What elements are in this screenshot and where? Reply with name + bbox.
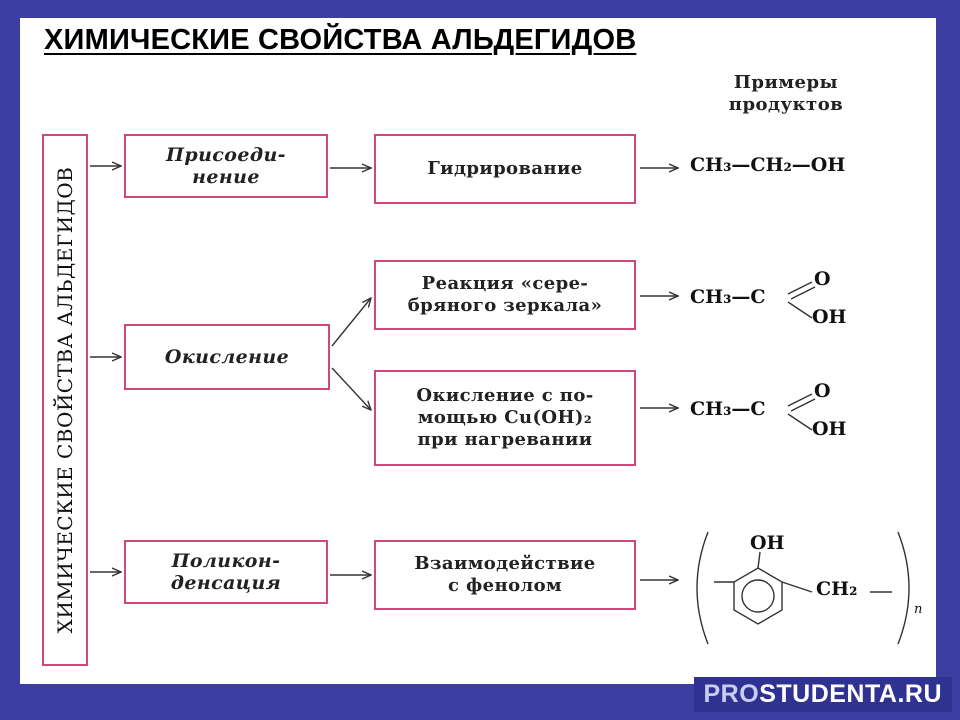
reaction-silver-mirror: Реакция «сере- бряного зеркала» xyxy=(374,260,636,330)
category-addition-line-2: нение xyxy=(192,166,260,188)
watermark-accent: PRO xyxy=(703,680,760,708)
products-header-line-2: продуктов xyxy=(728,94,844,115)
carboxyl-2-bond-o xyxy=(787,393,813,407)
resin-n-label: n xyxy=(914,602,923,617)
watermark-rest: STUDENTA.RU xyxy=(759,680,942,708)
reaction-silver-mirror-line-1: Реакция «сере- xyxy=(421,273,589,294)
reaction-phenol-line-2: с фенолом xyxy=(447,575,563,596)
reaction-hydrogenation-line-1: Гидрирование xyxy=(427,158,583,179)
resin-ch2-label: CH₂ xyxy=(816,578,858,600)
products-header: Примеры продуктов xyxy=(706,72,866,116)
watermark: PROSTUDENTA.RU xyxy=(693,677,952,712)
product-acetic-acid-2-o: O xyxy=(814,380,831,402)
vertical-label-box: ХИМИЧЕСКИЕ СВОЙСТВА АЛЬДЕГИДОВ xyxy=(42,134,88,666)
carboxyl-1-bond-oh xyxy=(787,301,813,319)
product-ethanol: CH₃—CH₂—OH xyxy=(690,154,846,176)
reaction-copper-hydroxide: Окисление с по- мощью Cu(OH)₂ при нагрев… xyxy=(374,370,636,466)
product-acetic-acid-1-o: O xyxy=(814,268,831,290)
carboxyl-1-bond-o-double xyxy=(790,286,816,300)
reaction-copper-hydroxide-line-1: Окисление с по- xyxy=(416,385,594,406)
category-polycondensation-line-1: Поликон- xyxy=(171,550,281,572)
category-addition: Присоеди- нение xyxy=(124,134,328,198)
reaction-phenol: Взаимодействие с фенолом xyxy=(374,540,636,610)
product-acetic-acid-1-main: CH₃—C xyxy=(690,286,766,308)
product-acetic-acid-1-oh: OH xyxy=(812,306,847,328)
resin-bond-to-ch2 xyxy=(781,581,813,593)
category-addition-line-1: Присоеди- xyxy=(166,144,286,166)
arrow-oxidation-to-silver-mirror xyxy=(331,298,371,347)
resin-left-bracket xyxy=(696,531,709,645)
reaction-silver-mirror-line-2: бряного зеркала» xyxy=(407,295,603,316)
products-header-line-1: Примеры xyxy=(733,72,839,93)
category-polycondensation-line-2: денсация xyxy=(170,572,282,594)
reaction-copper-hydroxide-line-2: мощью Cu(OH)₂ xyxy=(417,407,593,428)
reaction-copper-hydroxide-line-3: при нагревании xyxy=(417,429,593,450)
slide: ХИМИЧЕСКИЕ СВОЙСТВА АЛЬДЕГИДОВ ХИМИЧЕСКИ… xyxy=(20,18,936,684)
carboxyl-2-bond-o-double xyxy=(790,398,816,412)
carboxyl-1-bond-o xyxy=(787,281,813,295)
reaction-hydrogenation: Гидрирование xyxy=(374,134,636,204)
category-polycondensation: Поликон- денсация xyxy=(124,540,328,604)
reaction-phenol-line-1: Взаимодействие xyxy=(414,553,596,574)
arrow-oxidation-to-copper xyxy=(331,367,371,410)
category-oxidation-line-1: Окисление xyxy=(164,346,290,368)
benzene-ring xyxy=(733,567,783,625)
benzene-ring-inner-circle xyxy=(741,579,775,613)
product-acetic-acid-2-oh: OH xyxy=(812,418,847,440)
resin-right-bracket xyxy=(897,531,910,645)
page-title: ХИМИЧЕСКИЕ СВОЙСТВА АЛЬДЕГИДОВ xyxy=(44,24,637,56)
carboxyl-2-bond-oh xyxy=(787,413,813,431)
category-oxidation: Окисление xyxy=(124,324,330,390)
resin-bond-to-oh xyxy=(757,551,761,569)
product-acetic-acid-2-main: CH₃—C xyxy=(690,398,766,420)
connector-lines xyxy=(90,18,910,645)
resin-oh-label: OH xyxy=(750,532,785,554)
